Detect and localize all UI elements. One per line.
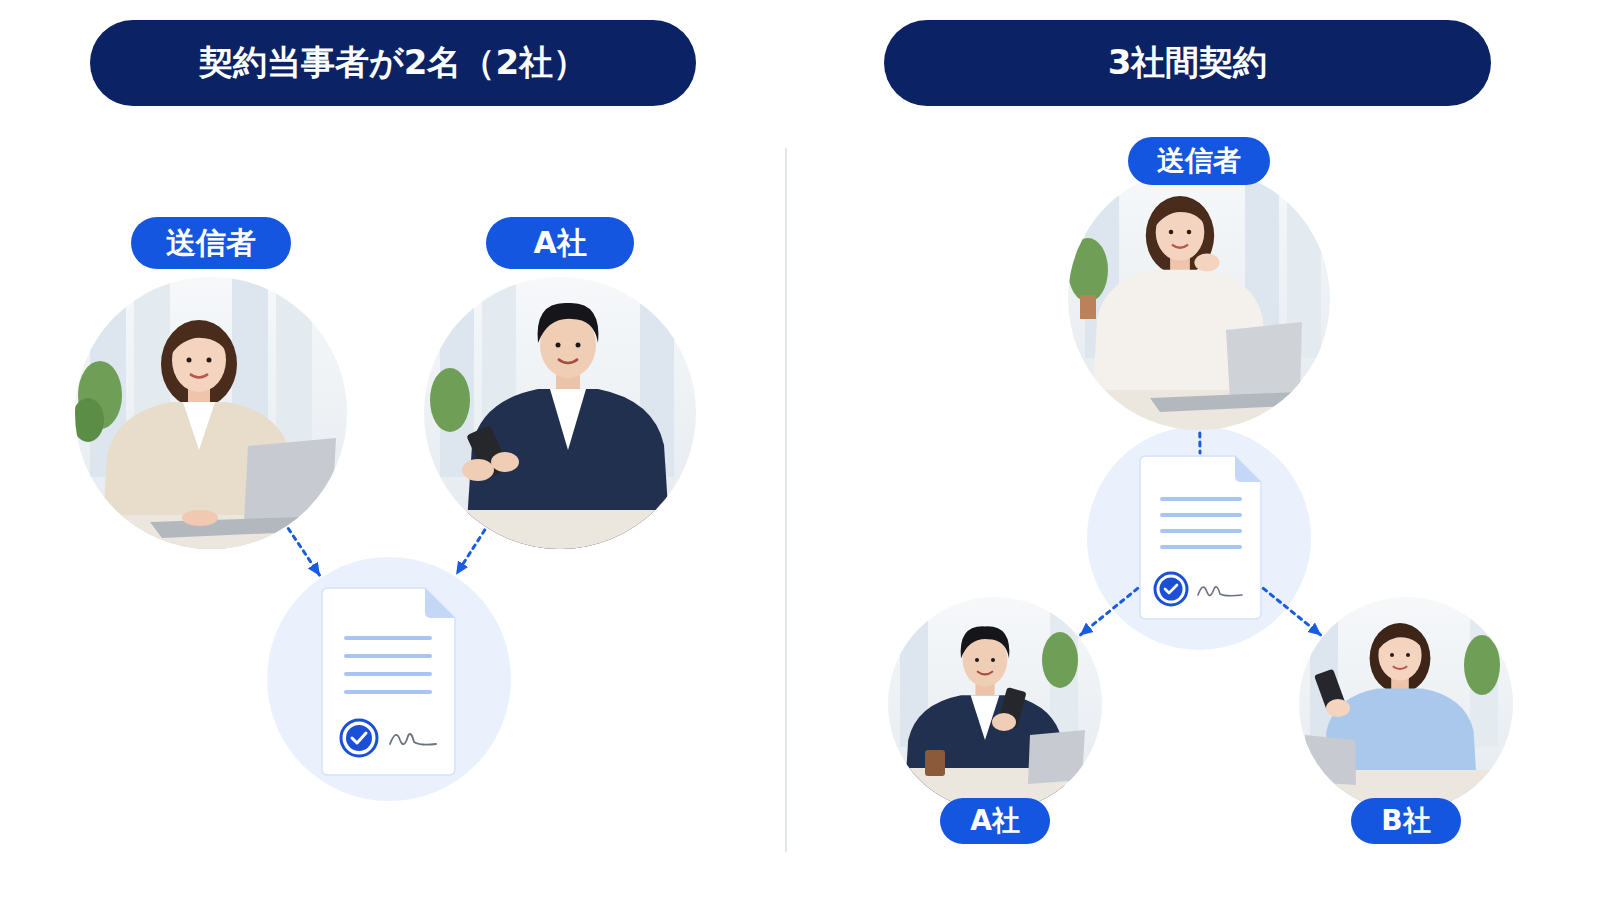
document-backdrop [1087, 426, 1311, 650]
dotted-arrow [457, 530, 485, 574]
label-pill: 送信者 [131, 217, 291, 269]
heading-band: 3社間契約 [884, 20, 1491, 106]
photo-circle: A社 [424, 277, 696, 549]
person-photo [1068, 168, 1330, 439]
label-pill: A社 [486, 217, 634, 269]
document-backdrop [267, 557, 511, 801]
label-pill: A社 [940, 798, 1050, 844]
heading-band: 契約当事者が2名（2社） [90, 20, 696, 106]
person-photo [72, 277, 347, 590]
document-icon [322, 588, 455, 775]
document-icon [1140, 456, 1261, 619]
document-circle [1087, 426, 1311, 650]
dotted-arrow [1198, 433, 1201, 453]
person-photo [888, 597, 1102, 852]
heading-text: 3社間契約 [1108, 40, 1268, 86]
dotted-arrow [1081, 588, 1138, 634]
photo-circle: 送信者 [1068, 168, 1330, 430]
heading-text: 契約当事者が2名（2社） [199, 40, 587, 86]
label-pill: 送信者 [1128, 137, 1270, 185]
photo-circle: B社 [1299, 597, 1513, 811]
photo-circle: A社 [888, 597, 1102, 811]
person-photo [424, 277, 696, 585]
photo-circle: 送信者 [75, 277, 347, 549]
dotted-arrow [1263, 588, 1320, 634]
divider-line [785, 148, 787, 852]
label-pill: B社 [1351, 798, 1461, 844]
dotted-arrow [288, 529, 319, 576]
document-circle [267, 557, 511, 801]
